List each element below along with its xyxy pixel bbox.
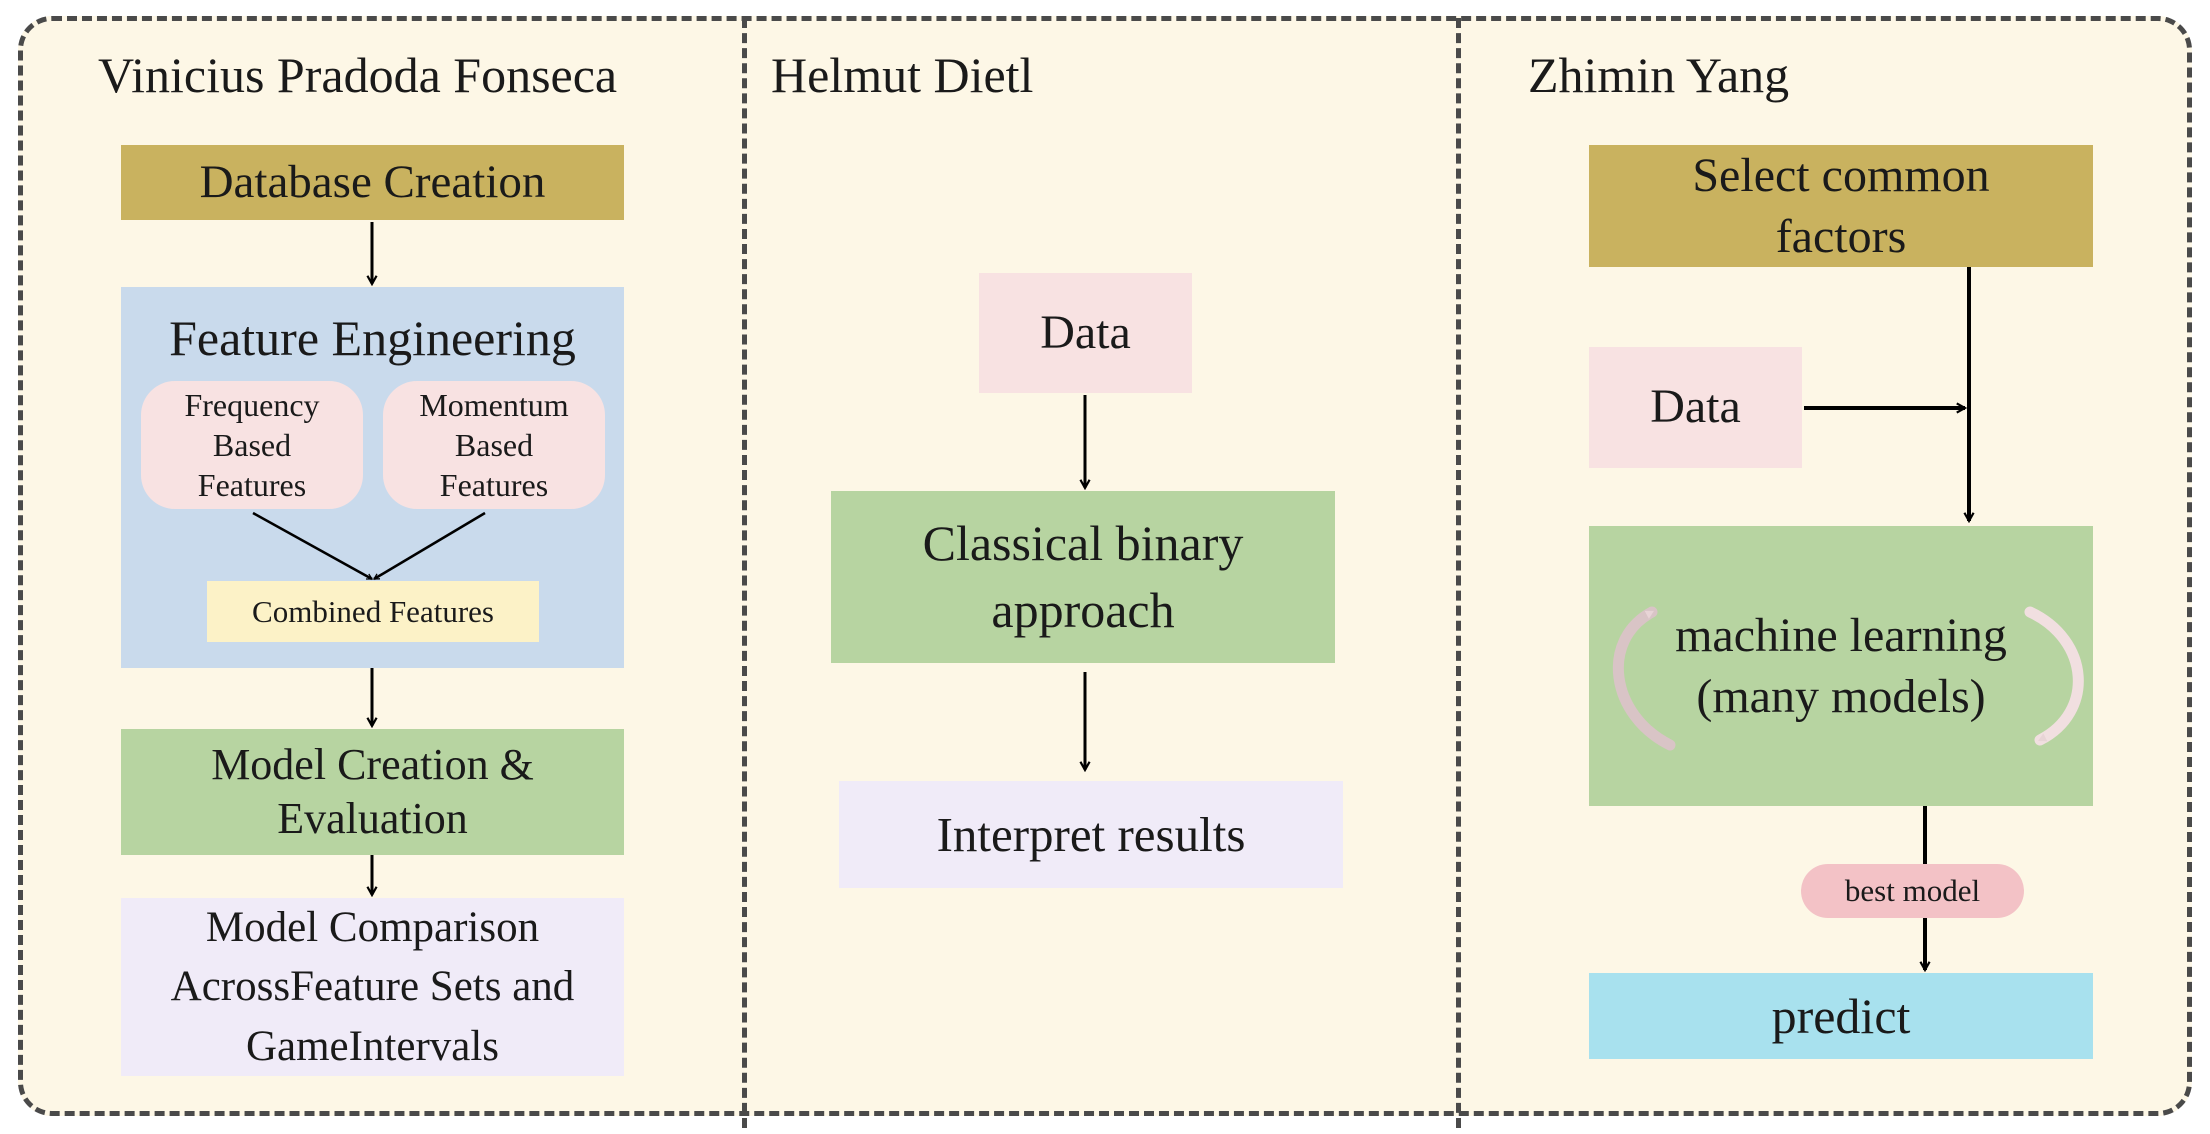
dietl-heading: Helmut Dietl [771, 47, 1034, 103]
predict-box: predict [1589, 973, 2093, 1059]
yang-heading: Zhimin Yang [1528, 47, 1790, 103]
feature-engineering-title: Feature Engineering [169, 310, 576, 366]
column-divider-1 [742, 18, 747, 1128]
select-common-factors-box: Select common factors [1589, 145, 2093, 267]
column-divider-2 [1456, 18, 1461, 1128]
cycle-arc-right [2024, 606, 2084, 746]
model-comparison-box: Model Comparison AcrossFeature Sets and … [121, 898, 624, 1076]
combined-features-box: Combined Features [207, 581, 539, 642]
yang-data-box: Data [1589, 347, 1802, 468]
machine-learning-box: machine learning (many models) [1589, 526, 2093, 806]
frequency-features-box: Frequency Based Features [141, 381, 363, 509]
arrow-frequency-to-combined [252, 511, 372, 581]
cycle-arc-left [1612, 606, 1676, 751]
arrow-momentum-to-combined [374, 511, 486, 581]
classical-binary-box: Classical binary approach [831, 491, 1335, 663]
momentum-features-box: Momentum Based Features [383, 381, 605, 509]
database-creation-box: Database Creation [121, 145, 624, 220]
interpret-results-box: Interpret results [839, 781, 1343, 888]
dietl-data-box: Data [979, 273, 1192, 393]
model-creation-box: Model Creation & Evaluation [121, 729, 624, 855]
fonseca-heading: Vinicius Pradoda Fonseca [98, 47, 618, 103]
best-model-badge: best model [1801, 864, 2024, 918]
